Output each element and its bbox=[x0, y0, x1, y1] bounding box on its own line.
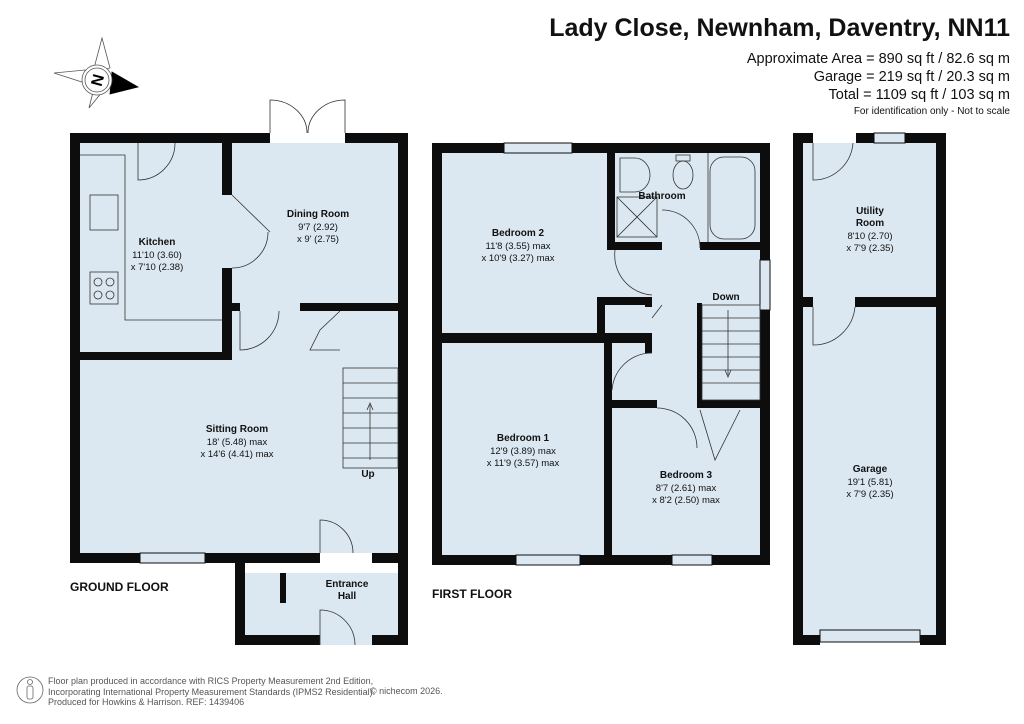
kitchen-units bbox=[80, 142, 222, 321]
utility-label-2: Room bbox=[856, 218, 884, 229]
kitchen-dim1: 11'10 (3.60) bbox=[132, 250, 182, 261]
total-area: Total = 1109 sq ft / 103 sq m bbox=[828, 87, 1011, 103]
ground-floor: Kitchen 11'10 (3.60) x 7'10 (2.38) Dinin… bbox=[70, 99, 408, 646]
bedroom2-dim2: x 10'9 (3.27) max bbox=[481, 253, 554, 264]
dining-dim2: x 9' (2.75) bbox=[297, 234, 339, 245]
footer-line3: Produced for Howkins & Harrison. REF: 14… bbox=[48, 697, 245, 707]
utility-label: Utility bbox=[856, 206, 884, 217]
sitting-label: Sitting Room bbox=[206, 424, 268, 435]
stairs-up bbox=[342, 367, 399, 469]
bedroom2-label: Bedroom 2 bbox=[492, 228, 545, 239]
garage-dim1: 19'1 (5.81) bbox=[847, 477, 892, 488]
first-floor: Bedroom 2 11'8 (3.55) max x 10'9 (3.27) … bbox=[432, 142, 771, 601]
approximate-area: Approximate Area = 890 sq ft / 82.6 sq m bbox=[746, 51, 1010, 67]
ground-floor-label: GROUND FLOOR bbox=[70, 580, 169, 594]
rics-person-icon bbox=[16, 676, 44, 704]
stairs-down-label: Down bbox=[712, 292, 739, 303]
bedroom1-dim1: 12'9 (3.89) max bbox=[490, 446, 556, 457]
compass-north-icon: N bbox=[53, 36, 140, 109]
utility-dim1: 8'10 (2.70) bbox=[847, 231, 892, 242]
garage-area: Garage = 219 sq ft / 20.3 sq m bbox=[813, 69, 1010, 85]
sitting-dim2: x 14'6 (4.41) max bbox=[200, 449, 273, 460]
scale-note: For identification only - Not to scale bbox=[853, 106, 1010, 117]
bedroom3-dim1: 8'7 (2.61) max bbox=[656, 483, 717, 494]
stairs-up-label: Up bbox=[361, 469, 374, 480]
utility-dim2: x 7'9 (2.35) bbox=[846, 243, 893, 254]
footer-line2: Incorporating International Property Mea… bbox=[48, 686, 376, 697]
first-floor-label: FIRST FLOOR bbox=[432, 587, 512, 601]
bedroom3-label: Bedroom 3 bbox=[660, 470, 713, 481]
entrance-label-2: Hall bbox=[338, 591, 357, 602]
footer-text: Floor plan produced in accordance with R… bbox=[48, 676, 375, 708]
bedroom2-dim1: 11'8 (3.55) max bbox=[485, 241, 550, 252]
kitchen-label: Kitchen bbox=[139, 237, 176, 248]
copyright: © nichecom 2026. bbox=[370, 686, 443, 696]
garage-block: Utility Room 8'10 (2.70) x 7'9 (2.35) Ga… bbox=[793, 132, 946, 645]
dining-dim1: 9'7 (2.92) bbox=[298, 222, 338, 233]
garage-dim2: x 7'9 (2.35) bbox=[846, 489, 893, 500]
bathroom-label: Bathroom bbox=[638, 191, 685, 202]
footer-line1: Floor plan produced in accordance with R… bbox=[48, 676, 374, 686]
bedroom1-label: Bedroom 1 bbox=[497, 433, 550, 444]
dining-label: Dining Room bbox=[287, 209, 349, 220]
garage-label: Garage bbox=[853, 464, 888, 475]
entrance-label: Entrance bbox=[326, 579, 369, 590]
svg-text:N: N bbox=[89, 73, 108, 89]
bedroom3-dim2: x 8'2 (2.50) max bbox=[652, 495, 720, 506]
kitchen-dim2: x 7'10 (2.38) bbox=[131, 262, 184, 273]
bedroom1-dim2: x 11'9 (3.57) max bbox=[487, 458, 560, 469]
sitting-dim1: 18' (5.48) max bbox=[207, 437, 268, 448]
property-title: Lady Close, Newnham, Daventry, NN11 bbox=[549, 14, 1010, 42]
